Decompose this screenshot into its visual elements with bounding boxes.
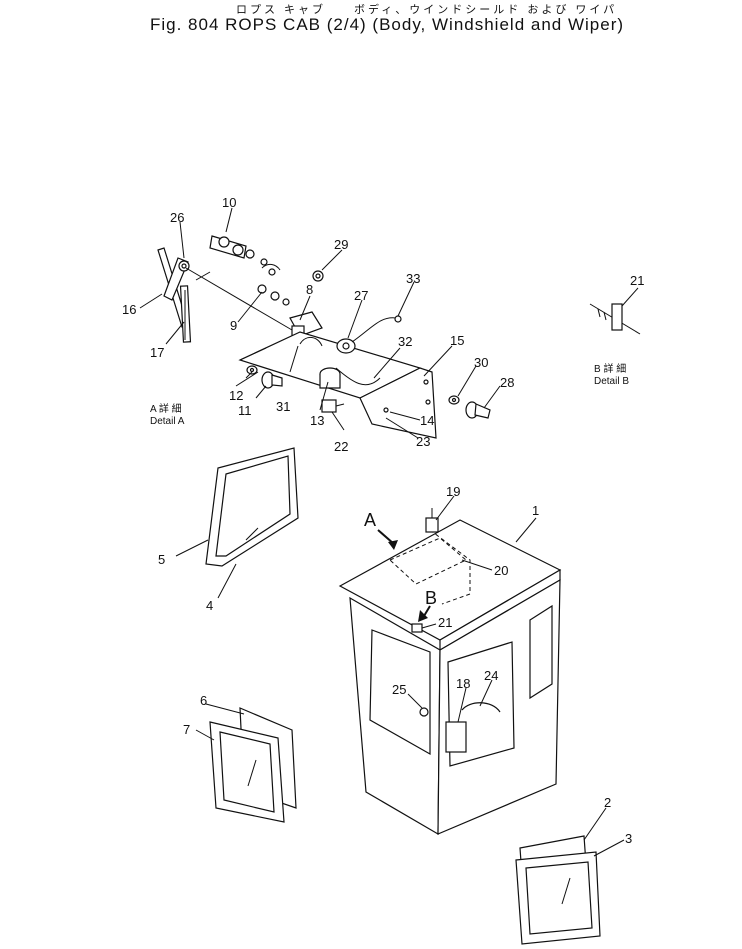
bolt-28	[465, 401, 491, 419]
figure-title-japanese: ロプス キャブ ボディ、ウインドシールド および ワイパ	[236, 4, 618, 16]
bolt-11	[261, 371, 283, 389]
callout-16: 16	[122, 302, 136, 317]
view-arrow-b	[418, 605, 431, 622]
window-glass-4	[205, 447, 299, 567]
lamp-18	[445, 721, 467, 753]
callout-14: 14	[420, 413, 434, 428]
nut-29	[312, 270, 324, 282]
callout-11: 11	[238, 403, 252, 418]
washer-12	[246, 365, 258, 375]
callout-9: 9	[230, 318, 237, 333]
callout-17: 17	[150, 345, 164, 360]
clamp-31	[299, 337, 323, 347]
callout-22: 22	[334, 439, 348, 454]
leader-lines	[139, 207, 639, 857]
view-letter-a: A	[364, 510, 376, 530]
window-seal-3	[515, 851, 601, 945]
callout-29: 29	[334, 237, 348, 252]
callout-27: 27	[354, 288, 368, 303]
callout-2: 2	[604, 795, 611, 810]
callout-1: 1	[532, 503, 539, 518]
motor-27	[336, 338, 356, 354]
callout-24: 24	[484, 668, 498, 683]
wiper-shaft-assembly	[209, 235, 281, 276]
clip-21-detail	[589, 303, 641, 335]
wire-32	[335, 367, 381, 386]
callout-6: 6	[200, 693, 207, 708]
callout-19: 19	[446, 484, 460, 499]
callout-7: 7	[183, 722, 190, 737]
detail-a-caption: Detail A	[150, 416, 185, 427]
callout-25: 25	[392, 682, 406, 697]
callout-13: 13	[310, 413, 324, 428]
callout-20: 20	[494, 563, 508, 578]
callout-21-cab: 21	[438, 615, 452, 630]
clip-25	[419, 707, 429, 717]
figure-title: Fig. 804 ROPS CAB (2/4) (Body, Windshiel…	[150, 15, 625, 34]
wiper-blade	[179, 285, 192, 343]
relay-13	[319, 367, 341, 389]
detail-b-caption: Detail B	[594, 376, 629, 387]
callout-4: 4	[206, 598, 213, 613]
callout-30: 30	[474, 355, 488, 370]
callout-10: 10	[222, 195, 236, 210]
washer-30	[448, 395, 460, 405]
callout-28: 28	[500, 375, 514, 390]
callout-23: 23	[416, 434, 430, 449]
clip-21-on-cab	[411, 623, 423, 633]
callout-15: 15	[450, 333, 464, 348]
callout-18: 18	[456, 676, 470, 691]
callout-32: 32	[398, 334, 412, 349]
wire-harness-33	[351, 315, 402, 343]
callout-26: 26	[170, 210, 184, 225]
callout-3: 3	[625, 831, 632, 846]
window-seal-7	[209, 721, 285, 823]
antenna-19	[425, 508, 439, 533]
callout-33: 33	[406, 271, 420, 286]
connector-22	[321, 399, 345, 413]
view-letter-b: B	[425, 588, 437, 608]
cab-body-1	[338, 519, 562, 836]
callout-12: 12	[229, 388, 243, 403]
view-arrow-a	[377, 529, 398, 550]
callout-31: 31	[276, 399, 290, 414]
callout-21-detail: 21	[630, 273, 644, 288]
callout-8: 8	[306, 282, 313, 297]
nuts-9	[257, 284, 290, 306]
detail-b-caption-jp: B 詳 細	[594, 362, 626, 375]
detail-a-caption-jp: A 詳 細	[150, 402, 182, 415]
callout-5: 5	[158, 552, 165, 567]
wiper-nut-26	[178, 260, 190, 272]
